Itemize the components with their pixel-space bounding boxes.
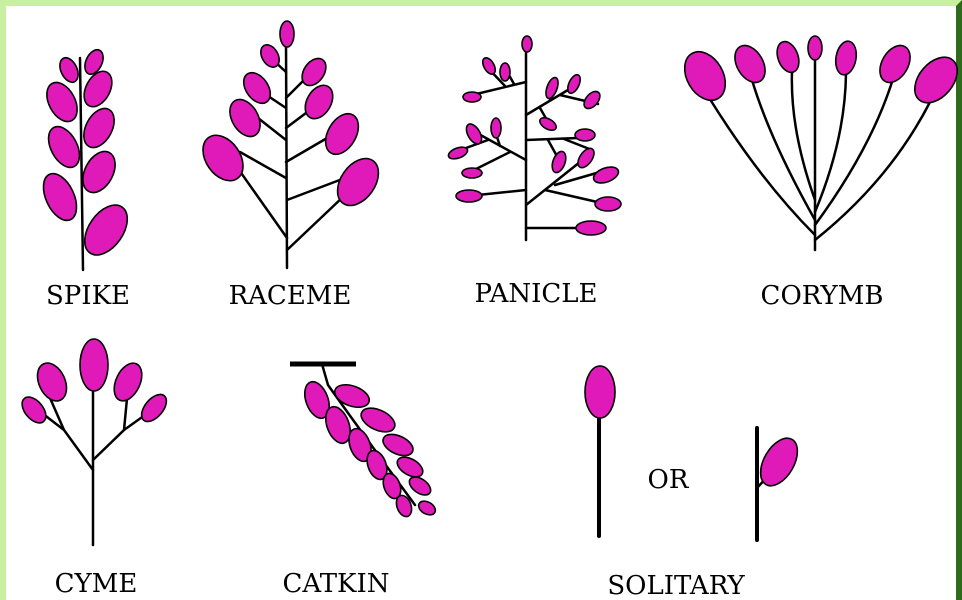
catkin-figure — [290, 364, 438, 519]
label-solitary: SOLITARY — [607, 571, 745, 600]
label-raceme: RACEME — [229, 281, 352, 311]
label-catkin: CATKIN — [282, 569, 389, 599]
label-cyme: CYME — [55, 569, 138, 599]
label-corymb: CORYMB — [761, 281, 884, 311]
solitary-figure — [585, 366, 805, 540]
corymb-figure — [676, 36, 962, 250]
label-panicle: PANICLE — [474, 279, 597, 309]
spike-figure — [37, 47, 136, 270]
label-spike: SPIKE — [46, 281, 130, 311]
cyme-figure — [17, 339, 171, 545]
label-or: OR — [648, 465, 690, 495]
panicle-figure — [447, 36, 621, 240]
raceme-figure — [195, 21, 387, 268]
